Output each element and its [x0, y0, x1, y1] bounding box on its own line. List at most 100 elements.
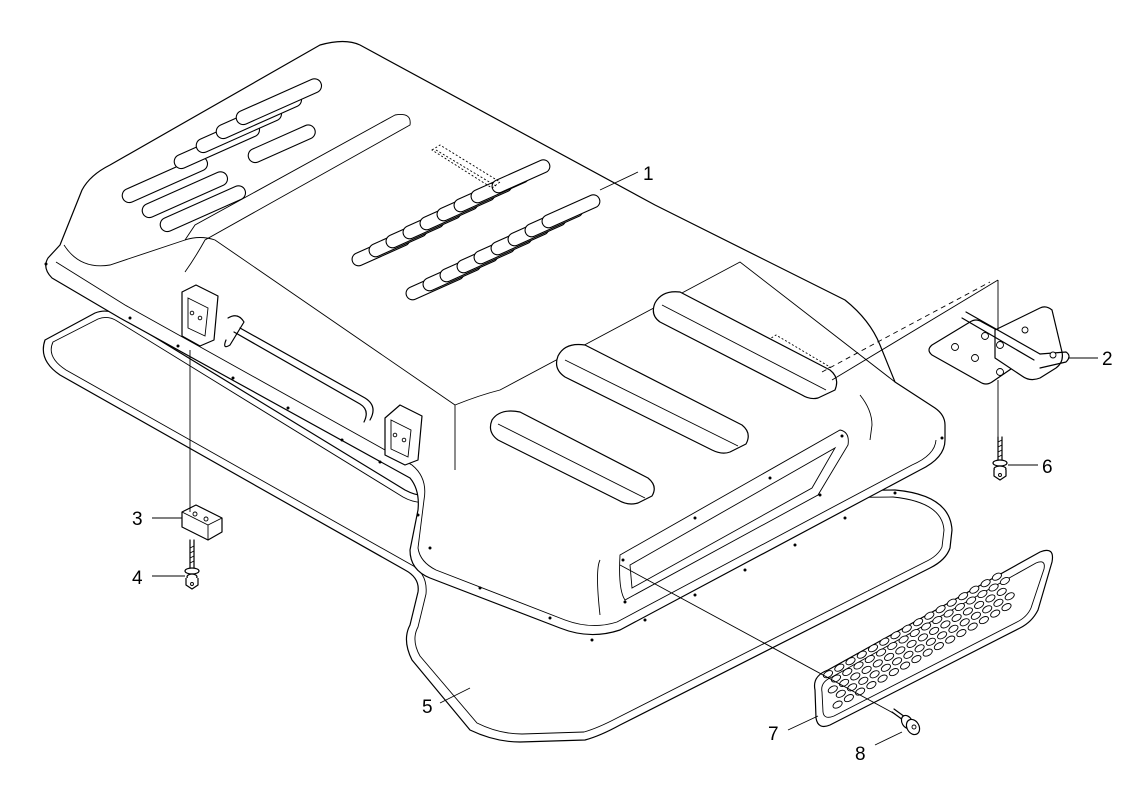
grille-opening: [1004, 592, 1015, 601]
grille-opening: [970, 611, 981, 620]
grille: [813, 549, 1054, 728]
callout-3: 3: [132, 509, 143, 530]
label-plate-right: [767, 334, 831, 373]
bolt-4: [184, 539, 200, 590]
grille-opening: [866, 681, 877, 690]
grille-opening: [962, 607, 973, 616]
grille-opening: [909, 628, 920, 638]
grille-opening: [951, 613, 962, 622]
grille-opening: [974, 600, 985, 609]
grille-opening: [921, 622, 932, 631]
grille-opening: [834, 663, 845, 672]
grille-opening: [945, 635, 956, 644]
grille-opening: [864, 654, 875, 664]
grille-opening: [901, 624, 912, 633]
screw-8: [891, 708, 921, 736]
grille-opening: [937, 631, 948, 640]
grille-opening: [990, 609, 1001, 618]
hinge: [928, 306, 1070, 385]
callout-2: 2: [1102, 349, 1113, 370]
grille-opening: [977, 589, 988, 599]
support-rod: [224, 315, 374, 423]
label-plate-top: [431, 144, 501, 189]
grille-opening: [872, 659, 883, 668]
grille-opening: [827, 685, 838, 694]
grille-opening: [880, 663, 891, 672]
grille-opening: [985, 594, 996, 603]
grille-opening: [943, 609, 954, 618]
grille-opening: [966, 596, 977, 605]
grille-opening: [932, 615, 943, 625]
callout-5: 5: [422, 697, 433, 718]
grille-mesh: [822, 572, 1015, 709]
grille-opening: [879, 637, 890, 646]
grille-opening: [913, 618, 924, 627]
grille-opening: [948, 624, 959, 633]
hood-pads: [489, 291, 838, 505]
grille-opening: [895, 646, 906, 655]
grille-opening: [980, 579, 991, 588]
grille-opening: [877, 674, 888, 683]
assembly-lines: [189, 279, 999, 715]
hood-rivets: [44, 262, 944, 642]
grille-opening: [906, 639, 917, 648]
grille-opening: [884, 652, 895, 661]
grille-opening: [969, 585, 980, 594]
grille-opening: [940, 620, 951, 629]
grille-opening: [922, 648, 933, 657]
callout-1: 1: [643, 164, 654, 185]
grille-opening: [898, 635, 909, 644]
grille-opening: [845, 657, 856, 666]
grille-opening: [917, 633, 928, 642]
grille-opening: [856, 650, 867, 659]
grille-opening: [956, 629, 967, 638]
grille-opening: [842, 667, 853, 677]
grille-opening: [959, 618, 970, 627]
callout-labels: 1 2 3 4 5 6 7 8: [132, 164, 1113, 765]
grille-opening: [843, 694, 854, 703]
grille-opening: [978, 616, 989, 625]
grille-opening: [892, 657, 903, 666]
grille-opening: [861, 665, 872, 674]
grille-opening: [988, 583, 999, 592]
grille-opening: [1001, 603, 1012, 612]
grille-opening: [958, 592, 969, 601]
callout-6: 6: [1042, 457, 1053, 478]
grille-opening: [850, 672, 861, 681]
grille-opening: [876, 648, 887, 657]
grille-opening: [991, 572, 1002, 581]
latch-brackets: [181, 284, 423, 466]
callout-7: 7: [768, 724, 779, 745]
grille-opening: [888, 668, 899, 677]
grille-opening: [982, 605, 993, 614]
grille-opening: [835, 689, 846, 698]
grille-opening: [933, 642, 944, 651]
grille-opening: [946, 598, 957, 607]
grille-opening: [903, 650, 914, 659]
grille-opening: [929, 626, 940, 635]
grille-opening: [853, 661, 864, 670]
grille-opening: [954, 602, 965, 612]
grille-opening: [890, 631, 901, 640]
grille-opening: [832, 700, 843, 709]
callout-8: 8: [855, 744, 866, 765]
grille-opening: [993, 598, 1004, 607]
grille-opening: [867, 644, 879, 653]
grille-opening: [925, 637, 936, 646]
bolt-6: [992, 436, 1008, 481]
grille-opening: [900, 661, 911, 670]
latch-block: [181, 504, 223, 541]
grille-opening: [935, 605, 946, 614]
louvre-slots-center: [351, 159, 601, 301]
grille-opening: [858, 676, 869, 685]
grille-opening: [999, 576, 1010, 586]
callout-4: 4: [132, 568, 143, 589]
grille-opening: [869, 670, 880, 679]
grille-opening: [996, 587, 1007, 596]
louvre-slots-left: [121, 78, 323, 233]
callout-leaders: [152, 171, 1098, 746]
grille-opening: [924, 611, 935, 620]
grille-opening: [967, 622, 978, 631]
